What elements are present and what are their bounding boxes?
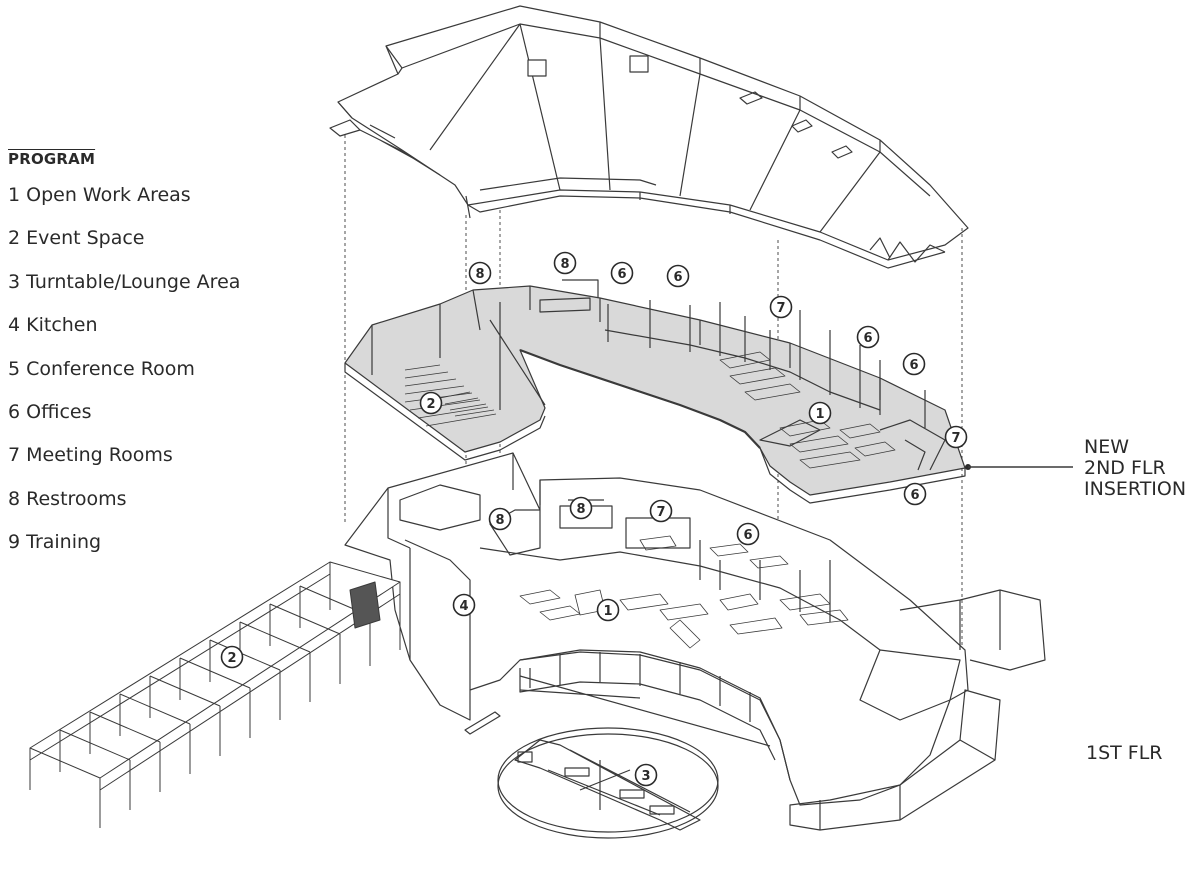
legend-item-turntable-lounge: 3 Turntable/Lounge Area — [8, 270, 241, 293]
svg-text:6: 6 — [743, 528, 752, 543]
svg-text:6: 6 — [910, 488, 919, 503]
svg-text:7: 7 — [776, 301, 785, 316]
new-label-line-3: INSERTION — [1084, 478, 1187, 500]
svg-text:3: 3 — [641, 769, 650, 784]
second-floor-plate — [344, 279, 966, 504]
new-label-line-2: 2ND FLR — [1084, 457, 1166, 479]
legend-title: PROGRAM — [8, 150, 96, 168]
new-label-line-1: NEW — [1084, 436, 1130, 458]
callout-2f-office-b: 6 — [666, 264, 690, 288]
legend-item-kitchen: 4 Kitchen — [8, 314, 98, 337]
callout-2f-office-e: 6 — [903, 482, 927, 506]
callout-2f-restroom-b: 8 — [553, 251, 577, 275]
bench — [464, 711, 501, 735]
first-floor-label: 1ST FLR — [1086, 742, 1163, 764]
svg-text:7: 7 — [656, 505, 665, 520]
callout-2f-meeting-b: 7 — [944, 425, 968, 449]
callout-2f-office-c: 6 — [856, 325, 880, 349]
callout-2f-office-a: 6 — [610, 261, 634, 285]
svg-text:4: 4 — [459, 599, 468, 614]
callout-2f-open-work: 1 — [808, 401, 832, 425]
legend-item-offices: 6 Offices — [8, 400, 92, 423]
callouts-second-floor: 8 8 6 6 7 6 6 2 1 7 6 — [419, 251, 968, 506]
legend-item-restrooms: 8 Restrooms — [8, 487, 127, 510]
svg-text:2: 2 — [227, 651, 236, 666]
svg-text:1: 1 — [603, 604, 612, 619]
svg-text:7: 7 — [951, 431, 960, 446]
callout-1f-office: 6 — [736, 522, 760, 546]
legend-item-event-space: 2 Event Space — [8, 227, 145, 250]
new-second-floor-label: NEW 2ND FLR INSERTION — [1084, 437, 1186, 500]
svg-text:8: 8 — [576, 502, 585, 517]
legend-item-open-work-areas: 1 Open Work Areas — [8, 184, 191, 206]
svg-text:8: 8 — [495, 513, 504, 528]
callout-2f-meeting-a: 7 — [769, 295, 793, 319]
callout-1f-open-work: 1 — [596, 598, 620, 622]
walkway-frame — [29, 561, 401, 828]
callout-1f-restroom-b: 8 — [569, 496, 593, 520]
svg-text:6: 6 — [673, 270, 682, 285]
callout-2f-event-space: 2 — [419, 391, 443, 415]
callout-1f-event-space: 2 — [220, 645, 244, 669]
svg-text:8: 8 — [475, 267, 484, 282]
program-legend: PROGRAM 1 Open Work Areas 2 Event Space … — [8, 150, 258, 565]
turntable — [497, 727, 719, 839]
callout-2f-office-d: 6 — [902, 352, 926, 376]
callouts-first-floor: 8 8 7 6 4 1 2 3 — [220, 496, 760, 787]
legend-item-conference-room: 5 Conference Room — [8, 357, 195, 380]
callout-1f-restroom-a: 8 — [488, 507, 512, 531]
svg-text:8: 8 — [560, 257, 569, 272]
svg-text:6: 6 — [909, 358, 918, 373]
legend-list: 1 Open Work Areas 2 Event Space 3 Turnta… — [8, 174, 258, 565]
legend-item-meeting-rooms: 7 Meeting Rooms — [8, 444, 173, 467]
svg-text:6: 6 — [863, 331, 872, 346]
callout-1f-meeting: 7 — [649, 499, 673, 523]
callout-2f-restroom-a: 8 — [468, 261, 492, 285]
callout-1f-kitchen: 4 — [452, 593, 476, 617]
legend-item-training: 9 Training — [8, 531, 102, 554]
first-floor-building — [344, 452, 1046, 806]
entry-ramp — [789, 689, 1001, 831]
svg-text:2: 2 — [426, 397, 435, 412]
svg-text:1: 1 — [815, 407, 824, 422]
roof — [329, 5, 969, 269]
svg-text:6: 6 — [617, 267, 626, 282]
callout-1f-turntable: 3 — [634, 763, 658, 787]
